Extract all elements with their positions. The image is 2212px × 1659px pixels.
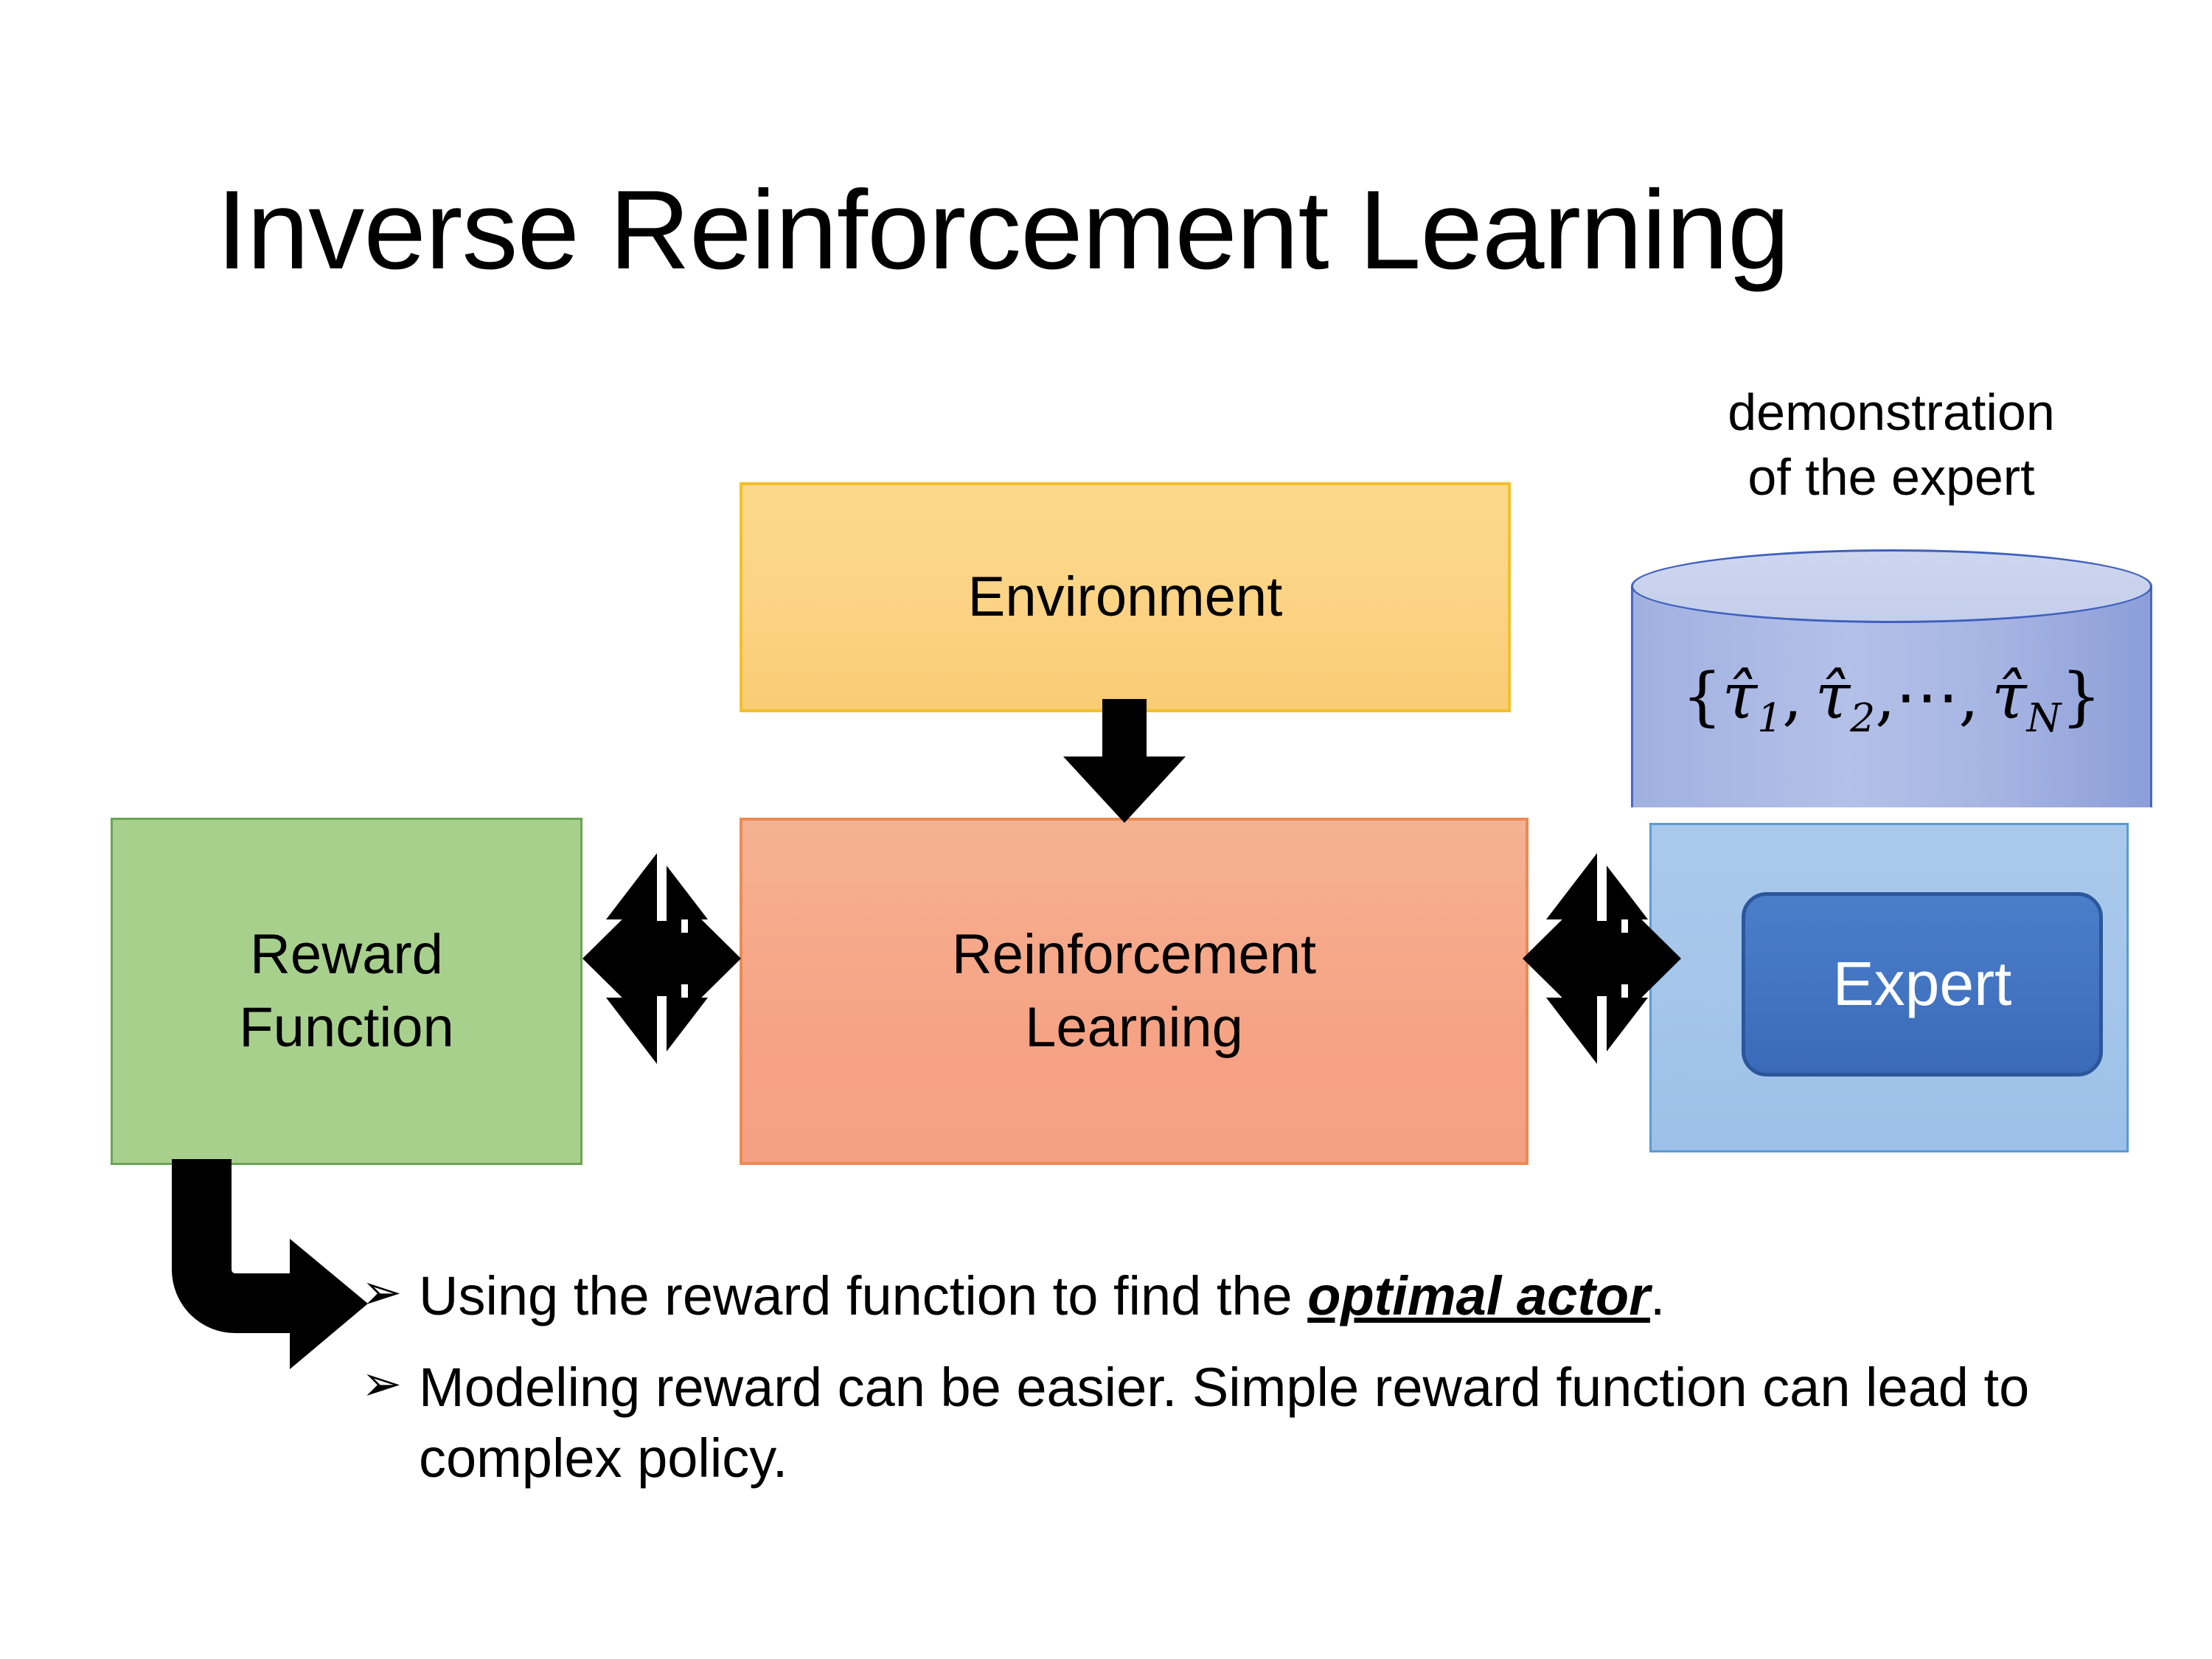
trajectory-2-subscript: 2 <box>1850 695 1876 742</box>
reinforcement-learning-box[interactable]: Reinforcement Learning <box>740 818 1528 1165</box>
left-right-double-arrow-icon <box>1523 853 1681 1064</box>
trajectory-n-subscript: N <box>2026 695 2062 742</box>
bullet-list: ➢ Using the reward function to find the … <box>361 1261 2057 1515</box>
elbow-arrow-icon <box>172 1159 368 1369</box>
list-item: ➢ Using the reward function to find the … <box>361 1261 2057 1332</box>
reinforcement-learning-label: Reinforcement Learning <box>951 922 1317 1059</box>
bullet-text-2: Modeling reward can be easier. Simple re… <box>419 1357 2030 1489</box>
reward-function-box[interactable]: Reward Function <box>111 818 582 1165</box>
environment-box[interactable]: Environment <box>740 482 1511 712</box>
demonstration-cylinder: {τ̂1, τ̂2,⋯, τ̂N} <box>1631 549 2152 844</box>
bullet-1-emphasis: optimal actor <box>1307 1265 1650 1326</box>
brace-close: } <box>2061 660 2102 734</box>
cylinder-body-overlay <box>1631 586 2152 807</box>
comma-2: , <box>1875 660 1896 734</box>
trajectory-1: τ̂ <box>1722 660 1758 734</box>
cylinder-body-edges <box>1631 586 2152 807</box>
bullet-text-1: Using the reward function to find the op… <box>419 1261 2057 1332</box>
environment-label: Environment <box>967 565 1283 628</box>
ellipsis: ⋯ <box>1895 660 1959 734</box>
comma-1: , <box>1782 660 1803 734</box>
bullet-arrow-icon: ➢ <box>361 1356 403 1411</box>
demonstration-caption: demonstration of the expert <box>1728 383 2055 507</box>
list-item: ➢ Modeling reward can be easier. Simple … <box>361 1352 2057 1494</box>
bullet-1-lead: Using the reward function to find the <box>419 1265 1308 1326</box>
trajectory-2: τ̂ <box>1815 660 1851 734</box>
cylinder-top-ellipse <box>1631 549 2152 623</box>
left-right-double-arrow-icon <box>582 853 741 1064</box>
expert-box[interactable]: Expert <box>1742 892 2103 1077</box>
bullet-1-tail: . <box>1649 1265 1666 1326</box>
brace-open: { <box>1681 660 1722 734</box>
trajectory-1-subscript: 1 <box>1757 695 1783 742</box>
comma-3: , <box>1958 660 1979 734</box>
reward-function-label: Reward Function <box>239 922 454 1059</box>
page-title: Inverse Reinforcement Learning <box>216 167 1790 293</box>
expert-label: Expert <box>1832 949 2012 1019</box>
trajectory-set: {τ̂1, τ̂2,⋯, τ̂N} <box>1631 660 2152 741</box>
bullet-arrow-icon: ➢ <box>361 1265 403 1319</box>
down-arrow-icon <box>1063 699 1186 823</box>
trajectory-n: τ̂ <box>1992 660 2027 734</box>
